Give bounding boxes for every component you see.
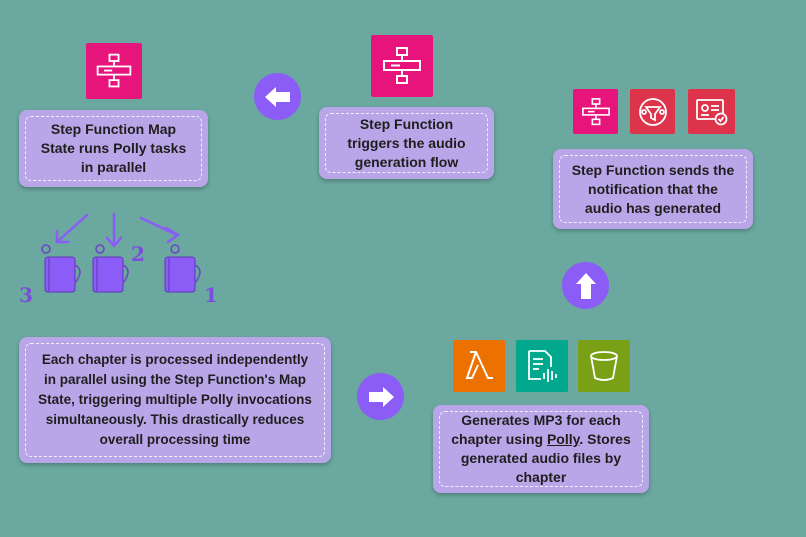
arrow-right-icon bbox=[357, 373, 404, 420]
map-state-line-3: in parallel bbox=[80, 159, 147, 175]
parallel-line-5: overall processing time bbox=[99, 432, 251, 447]
notification-message-icon bbox=[688, 89, 735, 134]
polly-link[interactable]: Polly bbox=[546, 431, 580, 447]
step-functions-icon bbox=[573, 89, 618, 134]
parallel-line-1: Each chapter is processed independently bbox=[41, 352, 309, 367]
step-functions-icon bbox=[371, 35, 433, 97]
parallel-description-box: Each chapter is processed independently … bbox=[19, 337, 331, 463]
notification-line-3: audio has generated bbox=[584, 199, 722, 216]
step-functions-icon bbox=[86, 43, 142, 99]
arrow-to-chapter-3 bbox=[55, 213, 89, 244]
arrow-up-icon bbox=[562, 262, 609, 309]
notification-line-2: notification that the bbox=[588, 180, 718, 197]
generate-line-2-post: . Stores bbox=[579, 431, 631, 447]
trigger-line-1: Step Function bbox=[359, 115, 454, 132]
s3-bucket-icon bbox=[578, 340, 630, 392]
chapter-number-right: 1 bbox=[204, 283, 218, 307]
notification-box: Step Function sends the notification tha… bbox=[553, 149, 753, 229]
parallel-line-3: State, triggering multiple Polly invocat… bbox=[38, 392, 312, 407]
generate-line-4: chapter bbox=[515, 469, 567, 485]
notification-line-1: Step Function sends the bbox=[571, 161, 735, 178]
map-state-line-2: State runs Polly tasks bbox=[40, 140, 187, 156]
chapter-number-left: 3 bbox=[19, 283, 33, 307]
generate-line-1: Generates MP3 for each bbox=[461, 412, 621, 428]
parallel-line-2: in parallel using the Step Function's Ma… bbox=[44, 372, 306, 387]
transcribe-icon bbox=[516, 340, 568, 392]
trigger-line-2: triggers the audio bbox=[347, 134, 466, 151]
sns-icon bbox=[630, 89, 675, 134]
lambda-icon bbox=[453, 340, 505, 392]
generate-mp3-box: Generates MP3 for each chapter using Pol… bbox=[433, 405, 649, 493]
generate-line-3: generated audio files by bbox=[460, 450, 622, 466]
parallel-line-4: simultaneously. This drastically reduces bbox=[45, 412, 305, 427]
map-state-box: Step Function Map State runs Polly tasks… bbox=[19, 110, 208, 187]
parallel-chapters-illustration: 3 2 1 bbox=[19, 212, 218, 307]
book-icon bbox=[44, 256, 196, 293]
trigger-line-3: generation flow bbox=[354, 153, 459, 170]
trigger-flow-box: Step Function triggers the audio generat… bbox=[319, 107, 494, 179]
arrow-left-icon bbox=[254, 73, 301, 120]
chapter-number-middle: 2 bbox=[131, 242, 145, 266]
generate-line-2: chapter using Polly. Stores bbox=[451, 430, 630, 449]
generate-line-2-pre: chapter using bbox=[451, 431, 547, 447]
map-state-line-1: Step Function Map bbox=[50, 121, 177, 137]
